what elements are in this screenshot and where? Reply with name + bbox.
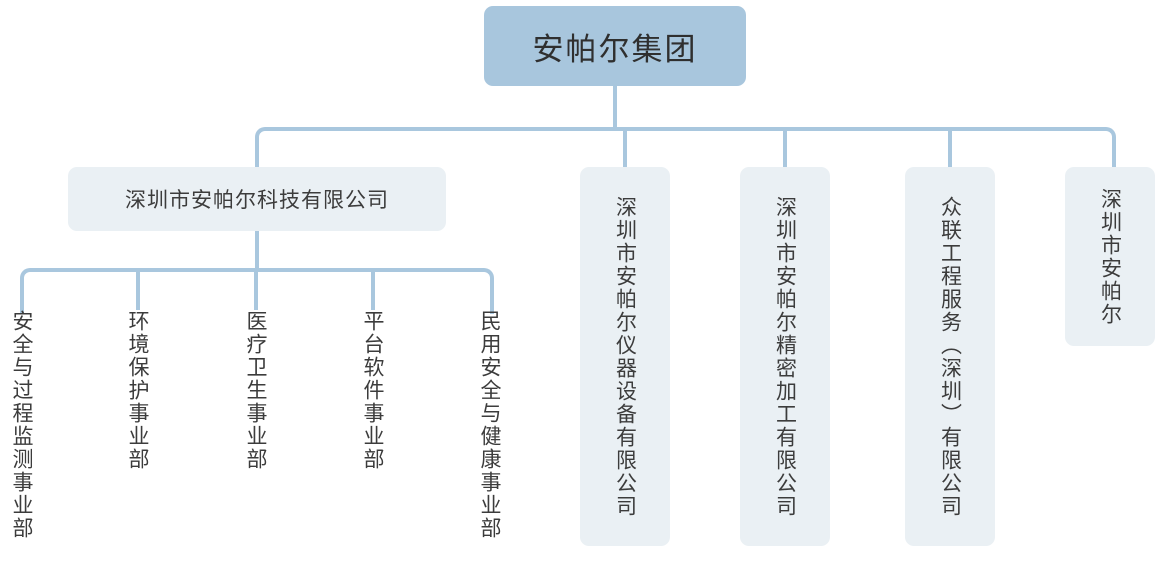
connector-drop-division-3 — [254, 268, 258, 310]
connector-root-trunk — [613, 86, 617, 127]
connector-drop-subsidiary-4 — [948, 127, 952, 167]
connector-division-elbow-right — [474, 268, 494, 314]
connector-subsidiary1-trunk — [255, 231, 259, 268]
node-division-5[interactable]: 民用安全与健康事业部 — [478, 310, 501, 540]
node-subsidiary-3[interactable]: 深圳市安帕尔精密加工有限公司 — [740, 167, 830, 546]
connector-drop-subsidiary-3 — [783, 127, 787, 167]
connector-division-elbow-left — [20, 268, 40, 314]
node-subsidiary-4[interactable]: 众联工程服务（深圳）有限公司 — [905, 167, 995, 546]
node-root[interactable]: 安帕尔集团 — [484, 6, 746, 86]
connector-elbow-left — [255, 127, 275, 167]
connector-drop-division-2 — [136, 268, 140, 310]
node-division-4[interactable]: 平台软件事业部 — [361, 310, 384, 471]
node-division-1[interactable]: 安全与过程监测事业部 — [10, 310, 33, 540]
node-subsidiary-1[interactable]: 深圳市安帕尔科技有限公司 — [68, 167, 446, 231]
connector-level1-bus — [269, 127, 1098, 131]
connector-drop-subsidiary-2 — [623, 127, 627, 167]
node-division-2[interactable]: 环境保护事业部 — [126, 310, 149, 471]
node-subsidiary-2[interactable]: 深圳市安帕尔仪器设备有限公司 — [580, 167, 670, 546]
connector-drop-division-4 — [371, 268, 375, 310]
node-subsidiary-5[interactable]: 深圳市安帕尔 — [1065, 167, 1155, 346]
node-division-3[interactable]: 医疗卫生事业部 — [244, 310, 267, 471]
connector-elbow-right — [1096, 127, 1116, 167]
